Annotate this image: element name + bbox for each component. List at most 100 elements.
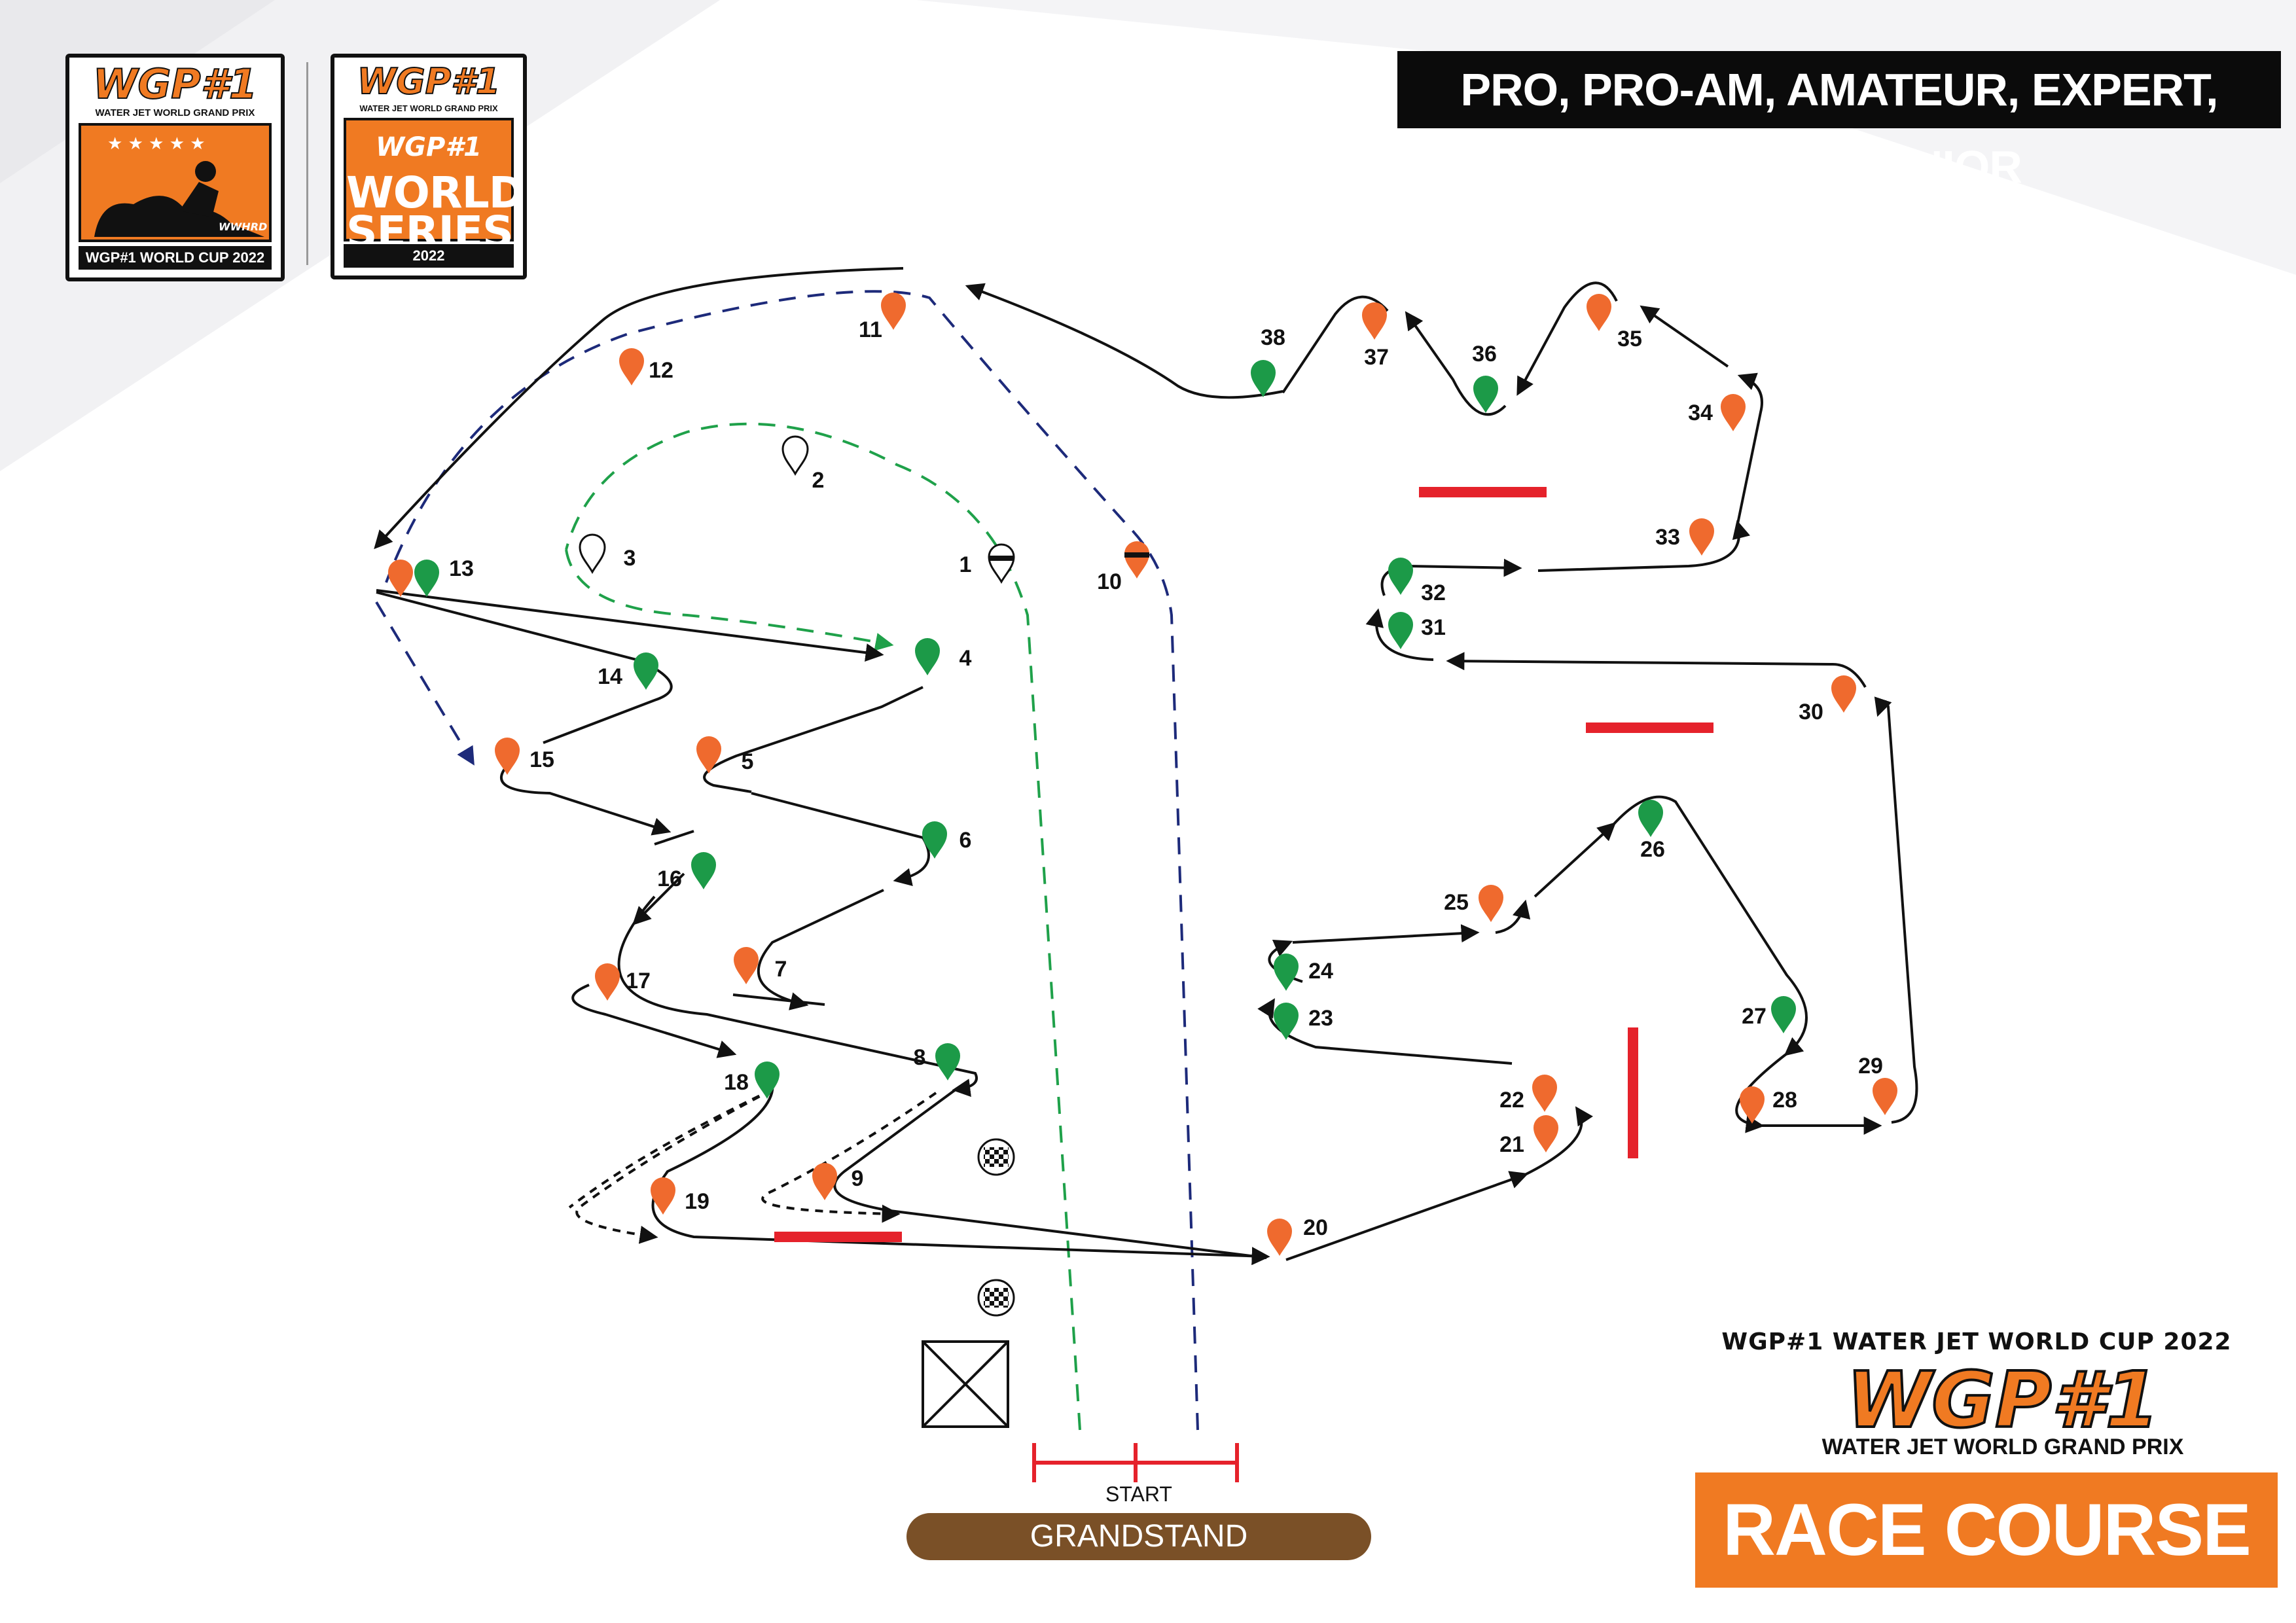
buoy-number-label: 17 bbox=[626, 969, 651, 993]
orange-buoy-icon bbox=[595, 963, 620, 1001]
inner-brand: WGP#1 bbox=[376, 132, 482, 162]
orange-buoy-icon bbox=[1873, 1078, 1897, 1115]
buoy-number-label: 34 bbox=[1688, 401, 1713, 425]
start-label: START bbox=[1105, 1482, 1172, 1506]
event-title: WGP#1 WATER JET WORLD CUP 2022 bbox=[1721, 1329, 2232, 1355]
orange-buoy-icon bbox=[1124, 541, 1149, 579]
buoy-number-label: 8 bbox=[914, 1045, 926, 1070]
buoy-number-label: 36 bbox=[1472, 342, 1497, 366]
inner-mark: WWHRD bbox=[219, 221, 267, 233]
buoy-number-label: 21 bbox=[1499, 1132, 1524, 1157]
buoy-number-layer: 1234567891011121314151617181920212223242… bbox=[449, 317, 1883, 1240]
world-series-panel: WGP#1 WORLD SERIES bbox=[344, 118, 525, 254]
orange-buoy-icon bbox=[1479, 885, 1503, 922]
buoy-number-label: 15 bbox=[529, 747, 554, 772]
navy-dashed-path bbox=[385, 290, 1199, 1431]
white-buoy-icon bbox=[579, 533, 606, 575]
logo-brand: WGP#1 bbox=[92, 60, 258, 108]
buoy-number-label: 16 bbox=[657, 866, 682, 891]
bottom-brand-subtitle: WATER JET WORLD GRAND PRIX bbox=[1821, 1435, 2184, 1459]
buoy-number-label: 30 bbox=[1799, 700, 1823, 724]
buoy-number-label: 13 bbox=[449, 556, 474, 581]
logo-footer: WGP#1 WORLD CUP 2022 bbox=[79, 246, 272, 270]
buoy-number-label: 35 bbox=[1617, 327, 1642, 351]
buoy-number-label: 26 bbox=[1640, 837, 1665, 862]
orange-buoy-icon bbox=[1721, 394, 1746, 431]
white-buoy-icon bbox=[781, 435, 809, 476]
buoy-number-label: 14 bbox=[598, 664, 622, 689]
buoy-number-label: 22 bbox=[1499, 1088, 1524, 1113]
orange-buoy-icon bbox=[1740, 1086, 1765, 1124]
orange-buoy-icon bbox=[1362, 302, 1387, 340]
buoy-number-label: 27 bbox=[1742, 1004, 1767, 1029]
crossed-box-icon bbox=[922, 1340, 1009, 1428]
orange-buoy-icon bbox=[1831, 675, 1856, 713]
buoy-layer bbox=[388, 293, 1897, 1256]
green-buoy-icon bbox=[691, 852, 716, 889]
course-route bbox=[374, 267, 1918, 1266]
green-buoy-icon bbox=[922, 821, 947, 859]
logo-brand: WGP#1 bbox=[357, 61, 501, 102]
bottom-brand-logo: WGP#1 bbox=[1845, 1355, 2161, 1445]
checkered-flag-icon bbox=[977, 1138, 1015, 1176]
red-barriers bbox=[774, 487, 1713, 1242]
green-buoy-icon bbox=[935, 1043, 960, 1080]
orange-buoy-icon bbox=[651, 1177, 675, 1215]
orange-buoy-icon bbox=[1689, 518, 1714, 556]
navy-dashed-lines bbox=[375, 290, 1199, 1431]
green-dashed-lines bbox=[565, 422, 1081, 1431]
black-dashed-lines bbox=[568, 1088, 937, 1244]
orange-buoy-icon bbox=[388, 559, 413, 597]
buoy-number-label: 2 bbox=[812, 468, 825, 493]
buoy-number-label: 28 bbox=[1772, 1088, 1797, 1113]
buoy-number-label: 20 bbox=[1303, 1215, 1328, 1240]
buoy-number-label: 7 bbox=[775, 957, 787, 982]
buoy-number-label: 1 bbox=[960, 552, 972, 577]
logo-divider bbox=[306, 62, 308, 265]
buoy-number-label: 25 bbox=[1444, 890, 1469, 915]
jet-ski-rider-icon: ★ ★ ★ ★ ★ WWHRD bbox=[94, 134, 267, 237]
green-buoy-icon bbox=[915, 638, 940, 675]
orange-buoy-icon bbox=[619, 348, 644, 385]
buoy-number-label: 38 bbox=[1261, 325, 1285, 350]
buoy-number-label: 23 bbox=[1308, 1006, 1333, 1031]
buoy-number-label: 19 bbox=[685, 1189, 709, 1214]
buoy-number-label: 31 bbox=[1421, 615, 1446, 640]
buoy-number-label: 24 bbox=[1308, 959, 1333, 984]
green-buoy-icon bbox=[1274, 1003, 1299, 1040]
world-series-line1: WORLD bbox=[346, 168, 525, 218]
orange-buoy-icon bbox=[1587, 294, 1611, 331]
green-buoy-icon bbox=[1388, 612, 1413, 649]
orange-buoy-icon bbox=[812, 1163, 837, 1200]
green-buoy-icon bbox=[1638, 800, 1663, 837]
logo-footer: 2022 bbox=[344, 244, 514, 268]
buoy-number-label: 4 bbox=[960, 646, 972, 671]
buoy-number-label: 3 bbox=[624, 546, 636, 571]
green-buoy-icon bbox=[634, 652, 658, 690]
green-buoy-icon bbox=[414, 560, 439, 597]
wgp-world-series-logo: WGP#1 WATER JET WORLD GRAND PRIX WGP#1 W… bbox=[331, 54, 527, 279]
buoy-number-label: 11 bbox=[859, 317, 882, 342]
green-buoy-icon bbox=[755, 1061, 780, 1099]
white-buoy-icon bbox=[988, 543, 1015, 584]
green-buoy-icon bbox=[1388, 558, 1413, 595]
grandstand: GRANDSTAND bbox=[906, 1513, 1371, 1560]
orange-buoy-icon bbox=[1267, 1219, 1292, 1256]
buoy-number-label: 12 bbox=[649, 358, 673, 383]
logo-artwork: ★ ★ ★ ★ ★ WWHRD bbox=[79, 123, 272, 242]
orange-buoy-icon bbox=[734, 947, 759, 984]
green-buoy-icon bbox=[1473, 376, 1498, 413]
orange-buoy-icon bbox=[1534, 1115, 1558, 1152]
green-buoy-icon bbox=[1251, 360, 1276, 397]
green-buoy-icon bbox=[1771, 996, 1796, 1033]
checkered-flag-icon bbox=[977, 1279, 1015, 1317]
buoy-number-label: 32 bbox=[1421, 580, 1446, 605]
race-course-title: RACE COURSE bbox=[1695, 1472, 2278, 1588]
buoy-number-label: 10 bbox=[1097, 569, 1122, 594]
buoy-number-label: 6 bbox=[960, 828, 972, 853]
start-line bbox=[1032, 1443, 1239, 1482]
svg-text:★ ★ ★ ★ ★: ★ ★ ★ ★ ★ bbox=[107, 134, 206, 154]
green-buoy-icon bbox=[1274, 954, 1299, 991]
buoy-number-label: 37 bbox=[1364, 345, 1389, 370]
